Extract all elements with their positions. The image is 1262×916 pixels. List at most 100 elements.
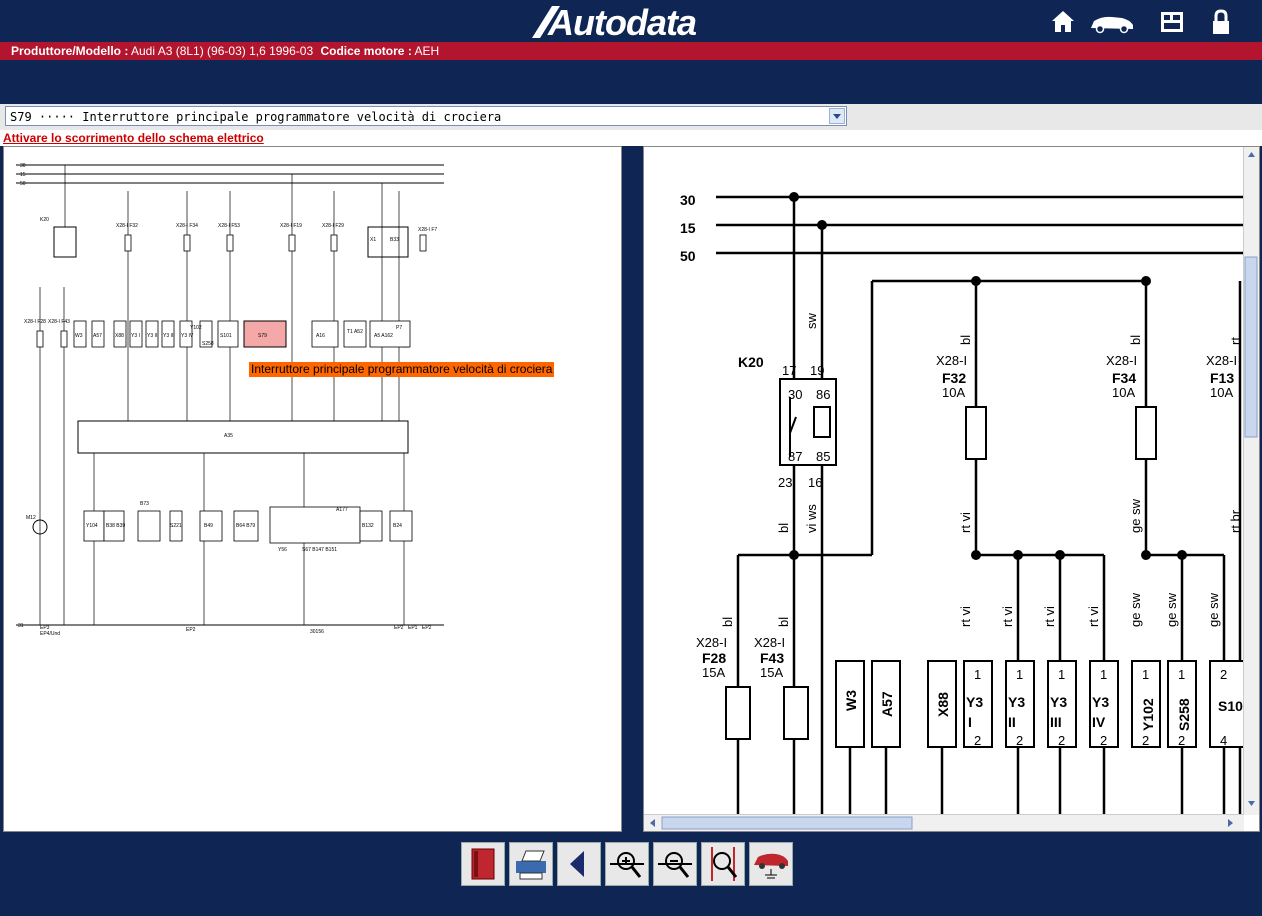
component-select[interactable]: S79 ····· Interruttore principale progra… — [5, 106, 847, 126]
autodata-logo: Autodata — [530, 2, 740, 43]
det-wire-mid-4: rt vi — [1086, 606, 1101, 627]
vehicle-info-bar: Produttore/Modello : Audi A3 (8L1) (96-0… — [0, 42, 1262, 60]
det-amp-f34: 10A — [1112, 385, 1135, 400]
ov-bus-30: 30 — [20, 163, 26, 169]
ov-ground-31: 31 — [18, 623, 24, 629]
component-tooltip: Interruttore principale programmatore ve… — [249, 362, 555, 377]
det-fuse-f13: F13 — [1210, 370, 1234, 386]
det-x88: X88 — [935, 692, 951, 717]
det-bus-15: 15 — [680, 220, 696, 236]
ov-a5-a162: A5 A162 — [374, 333, 393, 339]
det-k20-pin30: 30 — [788, 387, 802, 402]
ov-f29: X28-I F29 — [322, 223, 344, 229]
det-wire-viws: vi ws — [804, 504, 819, 533]
ov-b49: B49 — [204, 523, 213, 529]
back-icon — [570, 851, 584, 877]
ov-x88: X88 — [115, 333, 124, 339]
det-wire-rtbr-f13: rt br — [1228, 509, 1243, 533]
det-y3-1-p2: 2 — [974, 733, 981, 748]
detail-diagram-panel[interactable]: 30 15 50 K20 F32 F34 F13 F28 F43 W3 A57 … — [643, 146, 1260, 832]
det-y3-2-p2: 2 — [1016, 733, 1023, 748]
car-ground-button[interactable] — [749, 842, 793, 886]
component-select-value: S79 ····· Interruttore principale progra… — [10, 110, 502, 124]
det-y3-3-p1: 1 — [1058, 667, 1065, 682]
det-wire-gesw-f34: ge sw — [1128, 498, 1143, 533]
det-y3-2-sub: II — [1008, 714, 1016, 730]
horizontal-scrollbar[interactable] — [644, 814, 1244, 831]
det-wire-mid-2: rt vi — [1000, 606, 1015, 627]
model-value: Audi A3 (8L1) (96-03) 1,6 1996-03 — [131, 44, 314, 58]
diagram-icon[interactable] — [1158, 8, 1186, 36]
ov-ground-30156: 30156 — [310, 629, 324, 635]
det-k20-pin19: 19 — [810, 363, 824, 378]
zoom-in-button[interactable] — [605, 842, 649, 886]
ov-y56: Y56 — [278, 547, 287, 553]
manual-button[interactable] — [461, 842, 505, 886]
print-button[interactable] — [509, 842, 553, 886]
det-s10-p2: 4 — [1220, 733, 1227, 748]
ov-ground-ep2c: EP2 — [422, 625, 432, 631]
ov-bus-15: 15 — [20, 172, 26, 178]
ov-bus-50: 50 — [20, 181, 26, 187]
lock-icon[interactable] — [1208, 8, 1234, 36]
ov-ground-ep2b: EP2 — [394, 625, 404, 631]
det-y3-2-p1: 1 — [1016, 667, 1023, 682]
ov-b24: B24 — [393, 523, 402, 529]
chevron-down-icon[interactable] — [829, 108, 845, 124]
ov-s258: S258 — [202, 341, 214, 347]
det-y102-p1: 1 — [1142, 667, 1149, 682]
ov-y3-1: Y3 I — [131, 333, 140, 339]
det-conn-f32: X28-I — [936, 353, 967, 368]
zoom-out-button[interactable] — [653, 842, 697, 886]
det-wire-rtvi-f32: rt vi — [958, 512, 973, 533]
ov-f28: X28-I F28 — [24, 319, 46, 325]
overview-diagram: 30 15 50 K20 X28-I F32 X28-I F34 X28-I F… — [16, 163, 444, 637]
det-y3-1: Y3 — [966, 694, 983, 710]
ov-ground-ep3: EP3 — [40, 625, 50, 631]
det-s10: S10 — [1218, 698, 1243, 714]
car-ground-icon — [754, 853, 788, 879]
det-y3-4-p2: 2 — [1100, 733, 1107, 748]
det-y3-4: Y3 — [1092, 694, 1109, 710]
det-fuse-f34: F34 — [1112, 370, 1136, 386]
det-k20-pin17: 17 — [782, 363, 796, 378]
det-wire-mid-3: rt vi — [1042, 606, 1057, 627]
ov-s221: S221 — [170, 523, 182, 529]
scroll-right-icon — [1228, 819, 1233, 827]
det-conn-f34: X28-I — [1106, 353, 1137, 368]
det-wire-bl-relay: bl — [776, 523, 791, 533]
det-s258-p2: 2 — [1178, 733, 1185, 748]
det-wire-mid-1: rt vi — [958, 606, 973, 627]
ov-ground-ep2a: EP2 — [186, 627, 196, 633]
scroll-up-icon — [1248, 152, 1255, 157]
print-icon — [516, 850, 546, 880]
zoom-area-button[interactable] — [701, 842, 745, 886]
det-amp-f28: 15A — [702, 665, 725, 680]
det-y3-1-p1: 1 — [974, 667, 981, 682]
det-wire-sw: sw — [804, 313, 819, 330]
det-conn-f13: X28-I — [1206, 353, 1237, 368]
ov-k20: K20 — [40, 217, 49, 223]
home-icon[interactable] — [1050, 8, 1076, 36]
det-bus-50: 50 — [680, 248, 696, 264]
ov-p7: P7 — [396, 325, 402, 331]
ov-f34: X28-I F34 — [176, 223, 198, 229]
car-icon[interactable] — [1088, 8, 1136, 36]
det-bus-30: 30 — [680, 192, 696, 208]
ov-f43: X28-I F43 — [48, 319, 70, 325]
det-k20-pin16: 16 — [808, 475, 822, 490]
component-select-row: S79 ····· Interruttore principale progra… — [0, 104, 1262, 130]
back-button[interactable] — [557, 842, 601, 886]
vertical-scrollbar[interactable] — [1243, 147, 1259, 815]
det-k20-pin23: 23 — [778, 475, 792, 490]
det-a57: A57 — [879, 691, 895, 717]
ov-y3-4: Y3 IV — [181, 333, 194, 339]
ov-f32: X28-I F32 — [116, 223, 138, 229]
det-wire-rt-f13: rt — [1228, 337, 1243, 345]
zoom-in-icon — [610, 852, 644, 878]
det-k20-pin87: 87 — [788, 449, 802, 464]
ov-f19: X28-I F19 — [280, 223, 302, 229]
det-wire-mid-5: ge sw — [1128, 592, 1143, 627]
enable-scroll-link[interactable]: Attivare lo scorrimento dello schema ele… — [3, 131, 264, 145]
overview-diagram-panel[interactable]: 30 15 50 K20 X28-I F32 X28-I F34 X28-I F… — [3, 146, 622, 832]
